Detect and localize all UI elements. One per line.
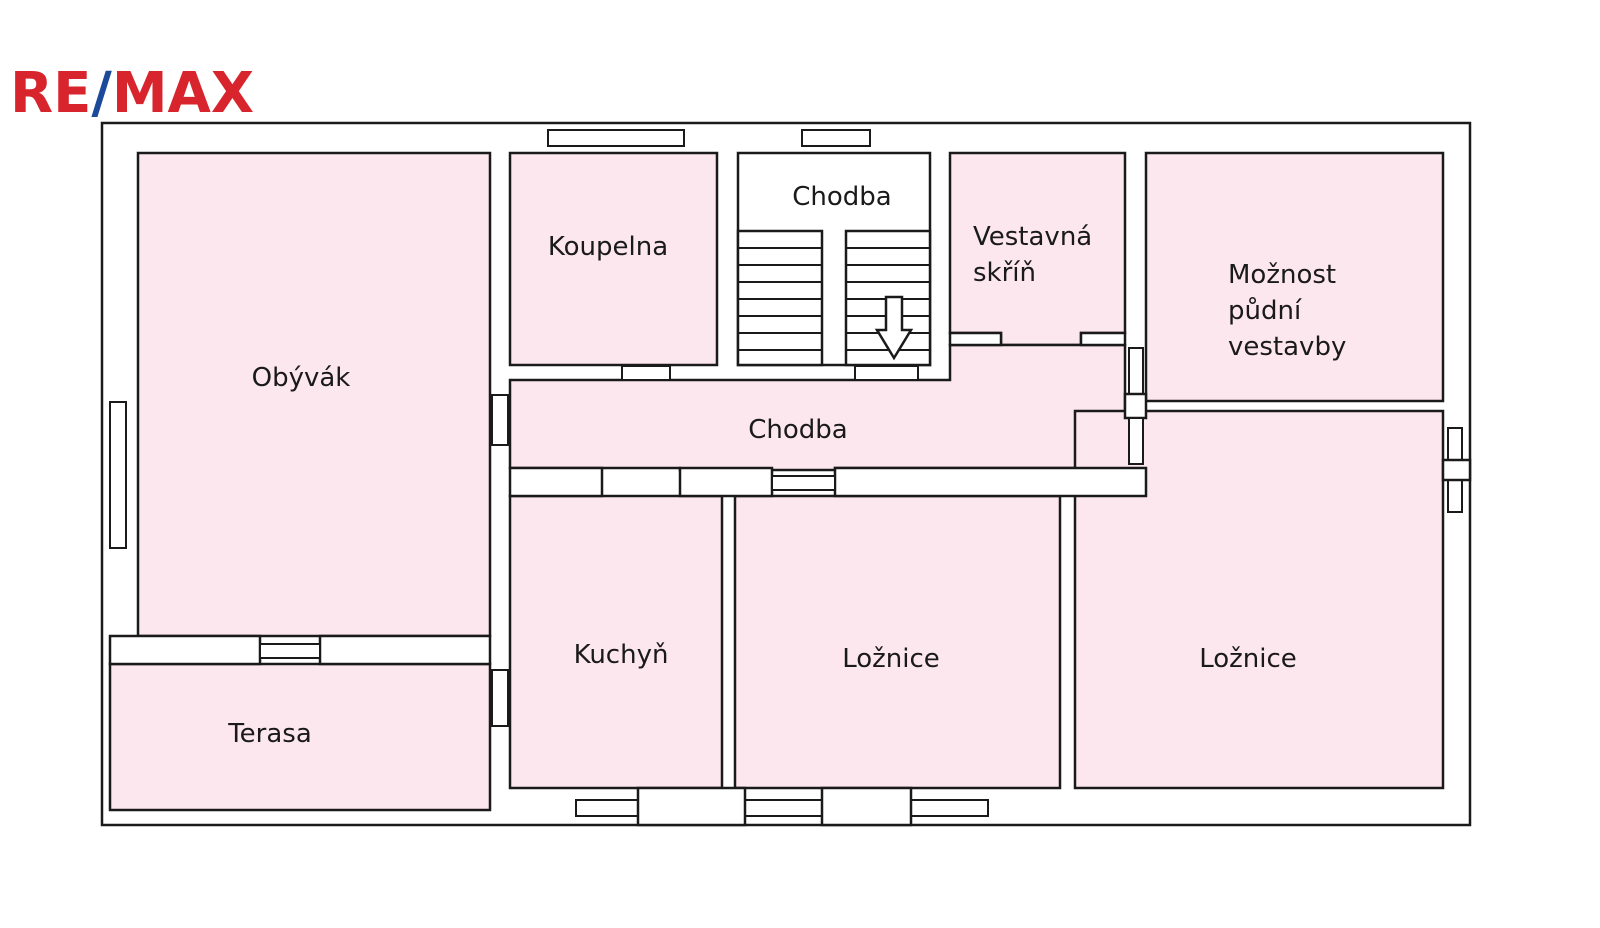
label-moznost-line3: vestavby <box>1228 332 1346 362</box>
door-koupelna-chodba <box>621 365 671 381</box>
label-koupelna: Koupelna <box>548 232 668 262</box>
wall-closet-left <box>948 331 1003 347</box>
window-obyvak-terasa <box>259 643 321 659</box>
label-loznice-1: Ložnice <box>842 644 940 674</box>
door-obyvak-chodba <box>491 394 509 446</box>
door-chodba-loznice-1 <box>771 475 836 491</box>
label-loznice-2: Ložnice <box>1199 644 1297 674</box>
label-chodba-main: Chodba <box>748 415 847 445</box>
wall-obyvak-terasa-right <box>318 634 492 666</box>
door-stairs-chodba <box>854 365 919 381</box>
door-moznost-chodba <box>1123 347 1148 465</box>
window-top-koupelna <box>547 129 685 147</box>
label-vestavna-line1: Vestavná <box>973 222 1092 252</box>
window-bottom-left <box>575 799 639 817</box>
room-koupelna <box>508 151 719 367</box>
window-right-loznice-2 <box>1441 427 1472 513</box>
label-moznost-line1: Možnost <box>1228 260 1336 290</box>
wall-bottom-segment-a <box>636 786 747 827</box>
wall-stub-center <box>678 466 774 498</box>
label-moznost-line2: půdní <box>1228 296 1302 326</box>
wall-obyvak-terasa-left <box>108 634 262 666</box>
label-vestavna-line2: skříň <box>973 258 1036 288</box>
room-loznice-1 <box>733 494 1062 790</box>
window-bottom-center <box>744 799 823 817</box>
arrow-down-icon <box>874 295 914 361</box>
wall-closet-right <box>1079 331 1127 347</box>
room-obyvak <box>136 151 492 638</box>
label-kuchyn: Kuchyň <box>574 640 669 670</box>
logo-text-re: RE/MAX <box>10 61 254 126</box>
label-chodba-top: Chodba <box>792 182 891 212</box>
window-left-obyvak <box>109 401 127 549</box>
wall-stub-left-top <box>508 466 604 498</box>
room-moznost-pudni-vestavby <box>1144 151 1445 403</box>
window-top-chodba <box>801 129 871 147</box>
wall-bottom-segment-b <box>820 786 913 827</box>
door-terasa-kuchyn <box>491 669 509 727</box>
remax-logo: RE/MAX <box>10 61 254 126</box>
window-bottom-right <box>910 799 989 817</box>
label-terasa: Terasa <box>227 719 312 749</box>
staircase <box>736 229 932 367</box>
room-terasa <box>108 662 492 812</box>
room-kuchyn <box>508 494 724 790</box>
label-obyvak: Obývák <box>252 363 351 393</box>
wall-stub-right <box>833 466 1148 498</box>
